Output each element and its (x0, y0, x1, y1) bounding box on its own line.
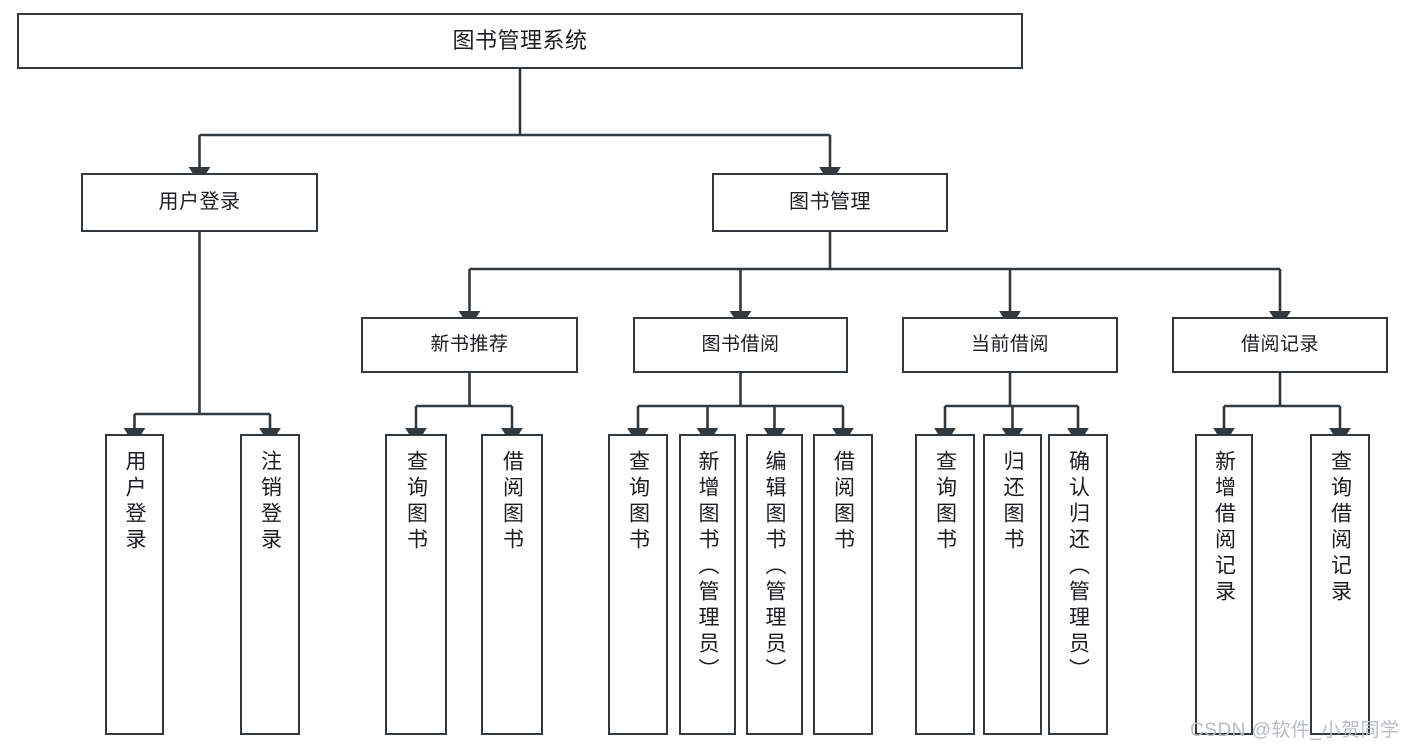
node-book-management[interactable]: 图书管理 (712, 173, 948, 232)
node-new-book-recommend-label: 新书推荐 (430, 334, 509, 356)
csdn-watermark: CSDN @软件_小贺同学 (1190, 720, 1400, 741)
node-leaf-user-logout-label: 注销登录 (258, 450, 282, 554)
node-user-login-label: 用户登录 (158, 191, 241, 214)
node-leaf-query-book-recommend-label: 查询图书 (404, 450, 428, 554)
node-leaf-query-book-current-label: 查询图书 (933, 450, 957, 554)
node-leaf-query-book-borrow[interactable]: 查询图书 (608, 434, 668, 735)
node-current-borrow-label: 当前借阅 (970, 334, 1049, 356)
node-leaf-user-logout[interactable]: 注销登录 (240, 434, 300, 735)
node-leaf-query-book-current[interactable]: 查询图书 (915, 434, 975, 735)
node-leaf-return-book-label: 归还图书 (1001, 450, 1024, 554)
node-leaf-borrow-book-recommend[interactable]: 借阅图书 (481, 434, 543, 735)
node-leaf-query-book-borrow-label: 查询图书 (626, 450, 650, 554)
node-new-book-recommend[interactable]: 新书推荐 (361, 317, 578, 373)
node-leaf-query-book-recommend[interactable]: 查询图书 (385, 434, 447, 735)
node-current-borrow[interactable]: 当前借阅 (902, 317, 1118, 373)
node-leaf-borrow-book-label: 借阅图书 (831, 450, 855, 554)
node-leaf-add-book-admin[interactable]: 新增图书（管理员） (679, 434, 736, 735)
node-leaf-query-borrow-record-label: 查询借阅记录 (1328, 450, 1352, 606)
node-leaf-edit-book-admin-label: 编辑图书（管理员） (763, 450, 786, 684)
node-book-borrow-label: 图书借阅 (701, 334, 780, 356)
node-leaf-add-book-admin-label: 新增图书（管理员） (696, 450, 719, 684)
node-leaf-return-book[interactable]: 归还图书 (983, 434, 1042, 735)
node-leaf-borrow-book-recommend-label: 借阅图书 (500, 450, 524, 554)
node-user-login[interactable]: 用户登录 (81, 173, 318, 232)
node-leaf-user-login-label: 用户登录 (123, 450, 146, 554)
node-leaf-user-login[interactable]: 用户登录 (105, 434, 164, 735)
node-leaf-confirm-return-admin-label: 确认归还（管理员） (1066, 450, 1090, 684)
node-leaf-add-borrow-record-label: 新增借阅记录 (1212, 450, 1236, 606)
node-root[interactable]: 图书管理系统 (17, 13, 1023, 69)
node-leaf-add-borrow-record[interactable]: 新增借阅记录 (1195, 434, 1253, 735)
node-root-label: 图书管理系统 (452, 27, 588, 53)
node-leaf-query-borrow-record[interactable]: 查询借阅记录 (1310, 434, 1370, 735)
node-book-management-label: 图书管理 (789, 191, 871, 214)
node-leaf-confirm-return-admin[interactable]: 确认归还（管理员） (1048, 434, 1108, 735)
node-borrow-record[interactable]: 借阅记录 (1172, 317, 1388, 373)
node-leaf-edit-book-admin[interactable]: 编辑图书（管理员） (746, 434, 803, 735)
node-leaf-borrow-book[interactable]: 借阅图书 (813, 434, 873, 735)
node-borrow-record-label: 借阅记录 (1240, 334, 1319, 356)
node-book-borrow[interactable]: 图书借阅 (633, 317, 848, 373)
